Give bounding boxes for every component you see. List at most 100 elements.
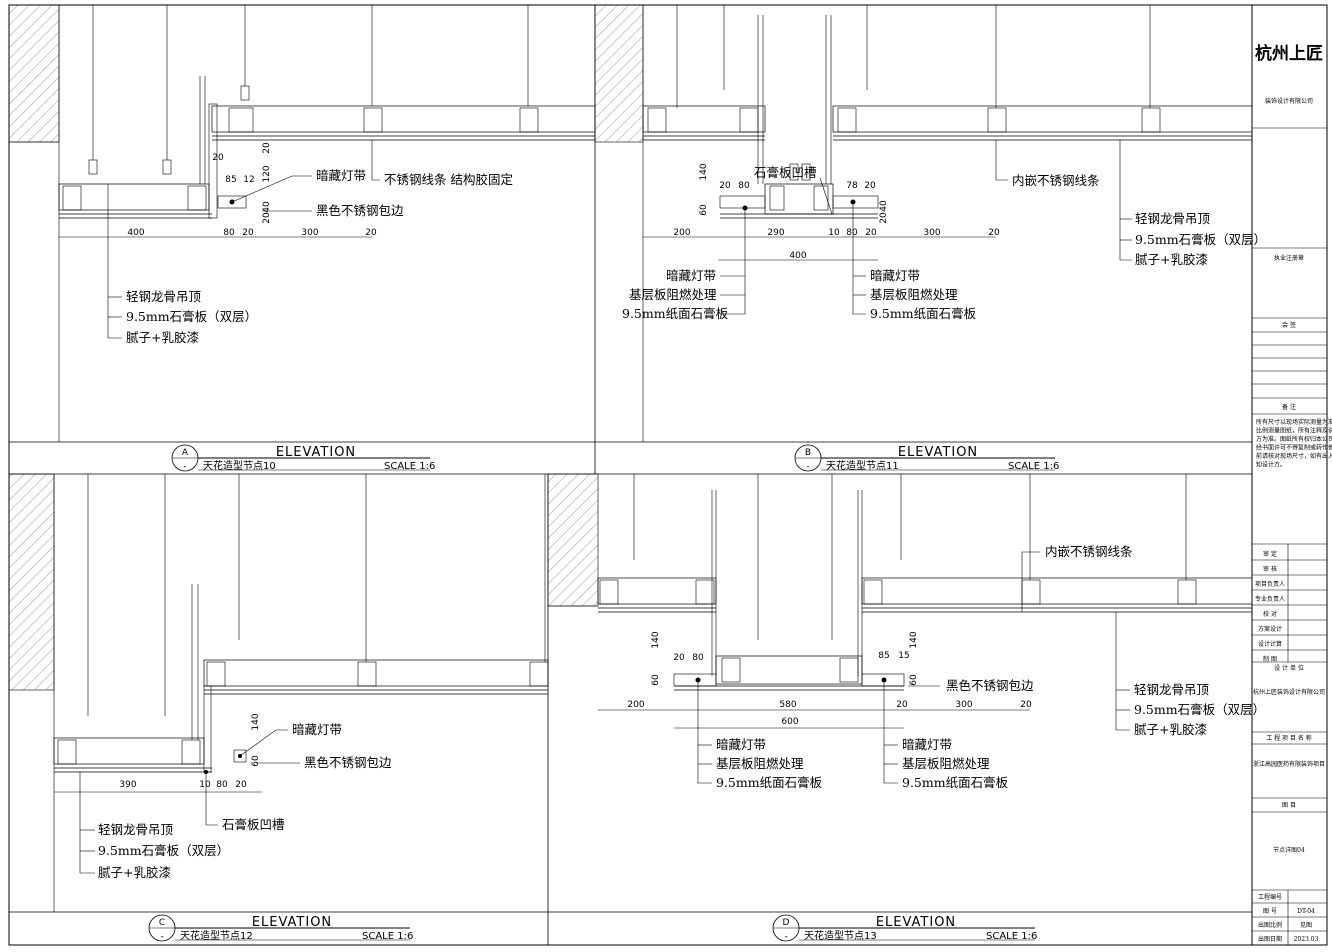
- panel-b: [594, 4, 1253, 472]
- panel-c: [8, 473, 549, 942]
- detail-sub-mark: -: [806, 462, 809, 472]
- callout-label: 黑色不锈钢包边: [304, 755, 392, 770]
- company-logo-name: 杭州上匠: [1255, 43, 1323, 64]
- dimension-value: 15: [898, 651, 909, 661]
- dimension-value: 200: [627, 700, 644, 710]
- dimension-value: 20: [1020, 700, 1032, 710]
- field-key: 工程编号: [1258, 893, 1282, 901]
- node-name: 天花造型节点13: [804, 929, 877, 942]
- dimension-value: 140: [909, 631, 919, 648]
- callout-label: 腻子+乳胶漆: [1135, 252, 1208, 267]
- dimension-value: 10: [199, 780, 211, 790]
- dimension-value: 20: [719, 181, 731, 191]
- role-label: 项目负责人: [1255, 580, 1285, 588]
- callout-label: 不锈钢线条 结构胶固定: [384, 172, 513, 187]
- dimension-value: 580: [779, 700, 796, 710]
- callout-label: 腻子+乳胶漆: [1134, 722, 1207, 737]
- dimension-value: 80: [692, 653, 704, 663]
- elevation-title: ELEVATION: [276, 445, 356, 460]
- callout-label: 暗藏灯带: [902, 737, 952, 752]
- field-value: 见图: [1300, 922, 1312, 929]
- detail-letter: C: [159, 918, 165, 928]
- role-label: 校 对: [1263, 610, 1277, 618]
- field-key: 出图日期: [1258, 935, 1282, 943]
- scale-label: SCALE 1:6: [384, 461, 435, 472]
- sign-label: 会 签: [1282, 321, 1296, 329]
- detail-letter: B: [805, 448, 811, 458]
- callout-label: 9.5mm纸面石膏板: [902, 775, 1009, 790]
- drawing-name: 节点详图04: [1273, 846, 1305, 854]
- design-unit-label: 设 计 单 位: [1274, 664, 1304, 672]
- role-label: 制 图: [1263, 655, 1277, 663]
- company-full-name: 装饰设计有限公司: [1265, 97, 1313, 105]
- dimension-value: 78: [846, 181, 858, 191]
- callout-label: 9.5mm石膏板（双层）: [1135, 232, 1266, 247]
- elevation-title: ELEVATION: [898, 445, 978, 460]
- callout-label: 腻子+乳胶漆: [126, 330, 199, 345]
- dimension-value: 600: [781, 717, 798, 727]
- callout-label: 基层板阻燃处理: [902, 756, 990, 771]
- callout-label: 黑色不锈钢包边: [316, 203, 404, 218]
- dimension-value: 80: [216, 780, 228, 790]
- scale-label: SCALE 1:6: [1008, 461, 1059, 472]
- dimension-value: 20: [879, 212, 889, 224]
- callout-label: 暗藏灯带: [666, 268, 716, 283]
- callout-label: 9.5mm纸面石膏板: [622, 306, 729, 321]
- dimension-value: 60: [909, 674, 919, 686]
- field-value: DT-04: [1297, 908, 1315, 915]
- node-name: 天花造型节点11: [826, 459, 899, 472]
- dimension-value: 20: [262, 212, 272, 224]
- detail-sub-mark: -: [183, 462, 186, 472]
- callout-label: 内嵌不锈钢线条: [1045, 544, 1133, 559]
- dimension-value: 400: [127, 228, 144, 238]
- scale-label: SCALE 1:6: [362, 931, 413, 942]
- field-key: 图 号: [1263, 908, 1277, 915]
- dimension-value: 20: [865, 228, 877, 238]
- callout-label: 轻钢龙骨吊顶: [126, 289, 202, 304]
- dimension-value: 20: [235, 780, 247, 790]
- stamp-label: 执业注册章: [1274, 254, 1304, 262]
- callout-label: 轻钢龙骨吊顶: [98, 822, 174, 837]
- role-label: 设计计算: [1258, 640, 1282, 648]
- dimension-value: 300: [923, 228, 940, 238]
- dimension-value: 80: [738, 181, 750, 191]
- dimension-value: 20: [212, 153, 224, 163]
- dimension-value: 400: [789, 251, 806, 261]
- callout-label: 暗藏灯带: [870, 268, 920, 283]
- detail-sub-mark: -: [784, 932, 787, 942]
- callout-label: 暗藏灯带: [292, 722, 342, 737]
- drawing-label: 图 目: [1282, 802, 1296, 809]
- dimension-value: 80: [223, 228, 235, 238]
- field-key: 出图比例: [1258, 921, 1282, 929]
- dimension-value: 85: [225, 175, 236, 185]
- callout-label: 9.5mm石膏板（双层）: [98, 843, 229, 858]
- role-label: 方案设计: [1258, 625, 1282, 633]
- project-name: 浙江高园医药有限装饰项目: [1253, 760, 1325, 768]
- dimension-value: 20: [988, 228, 1000, 238]
- dimension-value: 390: [119, 780, 136, 790]
- detail-sub-mark: -: [160, 932, 163, 942]
- callout-label: 腻子+乳胶漆: [98, 865, 171, 880]
- dimension-value: 140: [699, 163, 709, 180]
- callout-label: 石膏板凹槽: [222, 817, 285, 832]
- dimension-value: 140: [651, 631, 661, 648]
- dimension-value: 12: [243, 175, 254, 185]
- dimension-value: 85: [878, 651, 889, 661]
- dimension-value: 200: [673, 228, 690, 238]
- dimension-value: 290: [767, 228, 784, 238]
- dimension-value: 40: [879, 200, 889, 212]
- callout-label: 石膏板凹槽: [754, 165, 817, 180]
- callout-label: 黑色不锈钢包边: [946, 678, 1034, 693]
- dimension-value: 40: [262, 201, 272, 213]
- dimension-value: 20: [864, 181, 876, 191]
- dimension-value: 20: [262, 142, 272, 154]
- callout-label: 9.5mm纸面石膏板: [870, 306, 977, 321]
- callout-label: 轻钢龙骨吊顶: [1135, 211, 1211, 226]
- callout-label: 9.5mm石膏板（双层）: [1134, 702, 1265, 717]
- callout-label: 暗藏灯带: [316, 168, 366, 183]
- detail-letter: D: [783, 918, 790, 928]
- role-label: 专业负责人: [1255, 595, 1285, 603]
- callout-label: 基层板阻燃处理: [629, 287, 717, 302]
- dimension-value: 140: [251, 713, 261, 730]
